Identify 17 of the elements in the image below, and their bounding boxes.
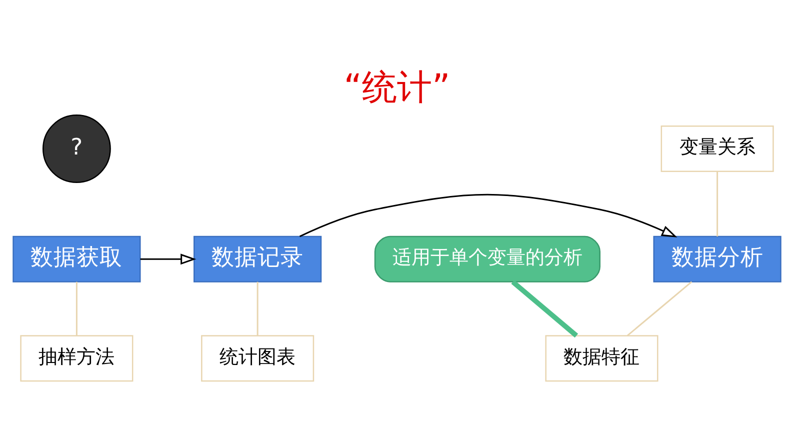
node-box: 抽样方法 — [20, 335, 134, 382]
node-box: 统计图表 — [201, 335, 314, 382]
node-box: 适用于单个变量的分析 — [374, 236, 600, 282]
node-box: 数据特征 — [545, 335, 658, 382]
node-box: 数据获取 — [12, 236, 141, 282]
arrow — [299, 194, 678, 238]
arrow — [140, 254, 196, 265]
connector — [716, 172, 718, 236]
node-box: 数据记录 — [194, 236, 322, 282]
connector — [626, 281, 692, 336]
diagram-title: “统计” — [344, 67, 450, 108]
connector — [256, 282, 258, 336]
label: ? — [70, 134, 83, 160]
connector — [511, 280, 578, 338]
connector — [76, 282, 78, 336]
node-box: 数据分析 — [653, 236, 782, 282]
node-box: 变量关系 — [660, 126, 774, 172]
